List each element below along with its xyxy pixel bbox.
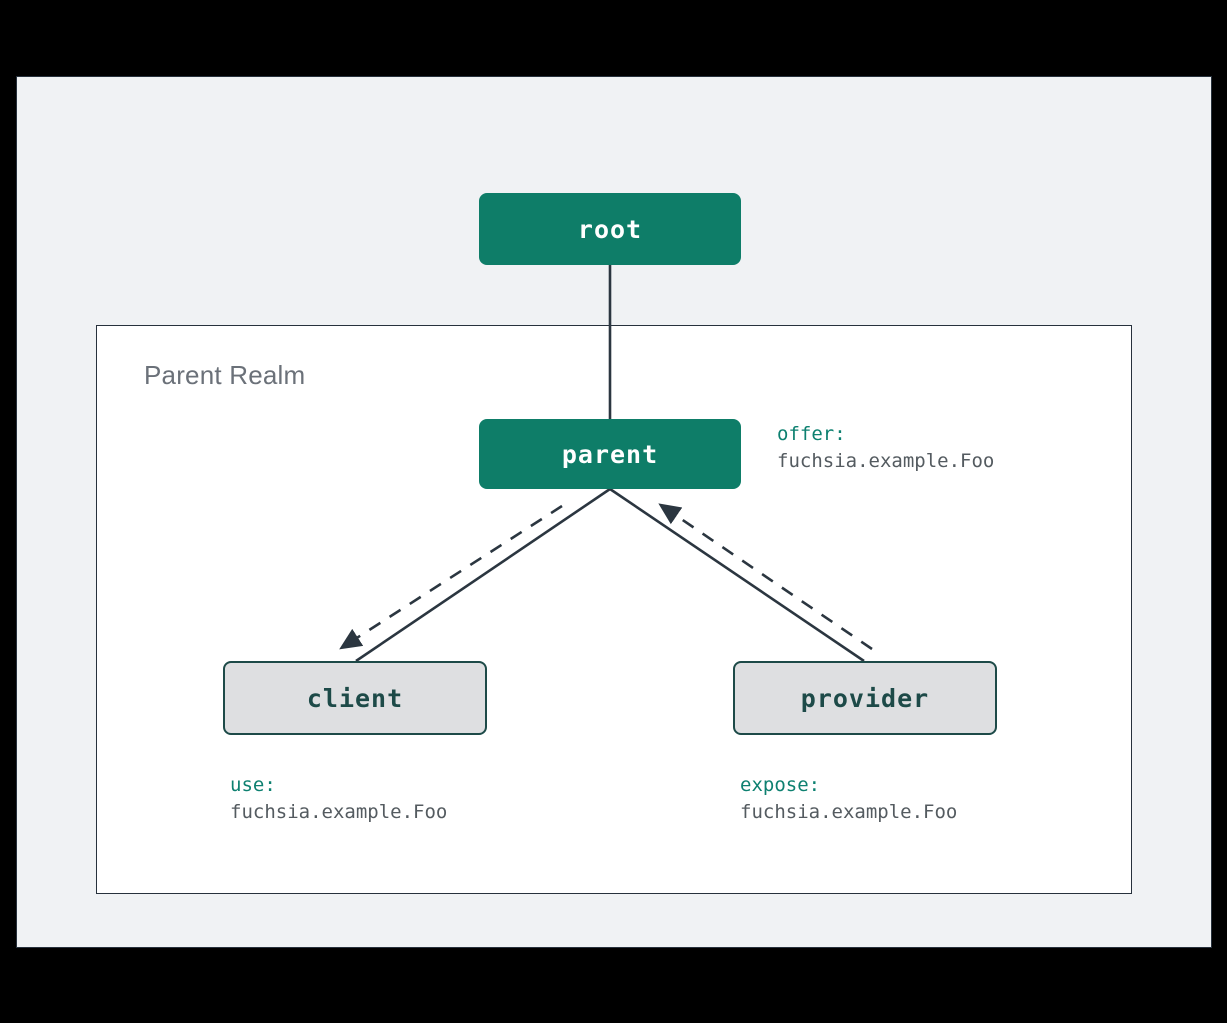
- use-value: fuchsia.example.Foo: [230, 801, 448, 823]
- offer-keyword: offer:: [777, 423, 846, 445]
- component-node-parent[interactable]: parent: [479, 419, 741, 489]
- capability-annotation-use: use: fuchsia.example.Foo: [230, 772, 447, 826]
- component-node-provider[interactable]: provider: [733, 661, 997, 735]
- expose-value: fuchsia.example.Foo: [740, 801, 958, 823]
- parent-realm-label: Parent Realm: [144, 360, 306, 390]
- component-node-client[interactable]: client: [223, 661, 487, 735]
- expose-keyword: expose:: [740, 774, 821, 796]
- capability-annotation-offer: offer: fuchsia.example.Foo: [777, 421, 994, 475]
- component-node-root[interactable]: root: [479, 193, 741, 265]
- use-keyword: use:: [230, 774, 276, 796]
- offer-value: fuchsia.example.Foo: [777, 450, 995, 472]
- capability-annotation-expose: expose: fuchsia.example.Foo: [740, 772, 957, 826]
